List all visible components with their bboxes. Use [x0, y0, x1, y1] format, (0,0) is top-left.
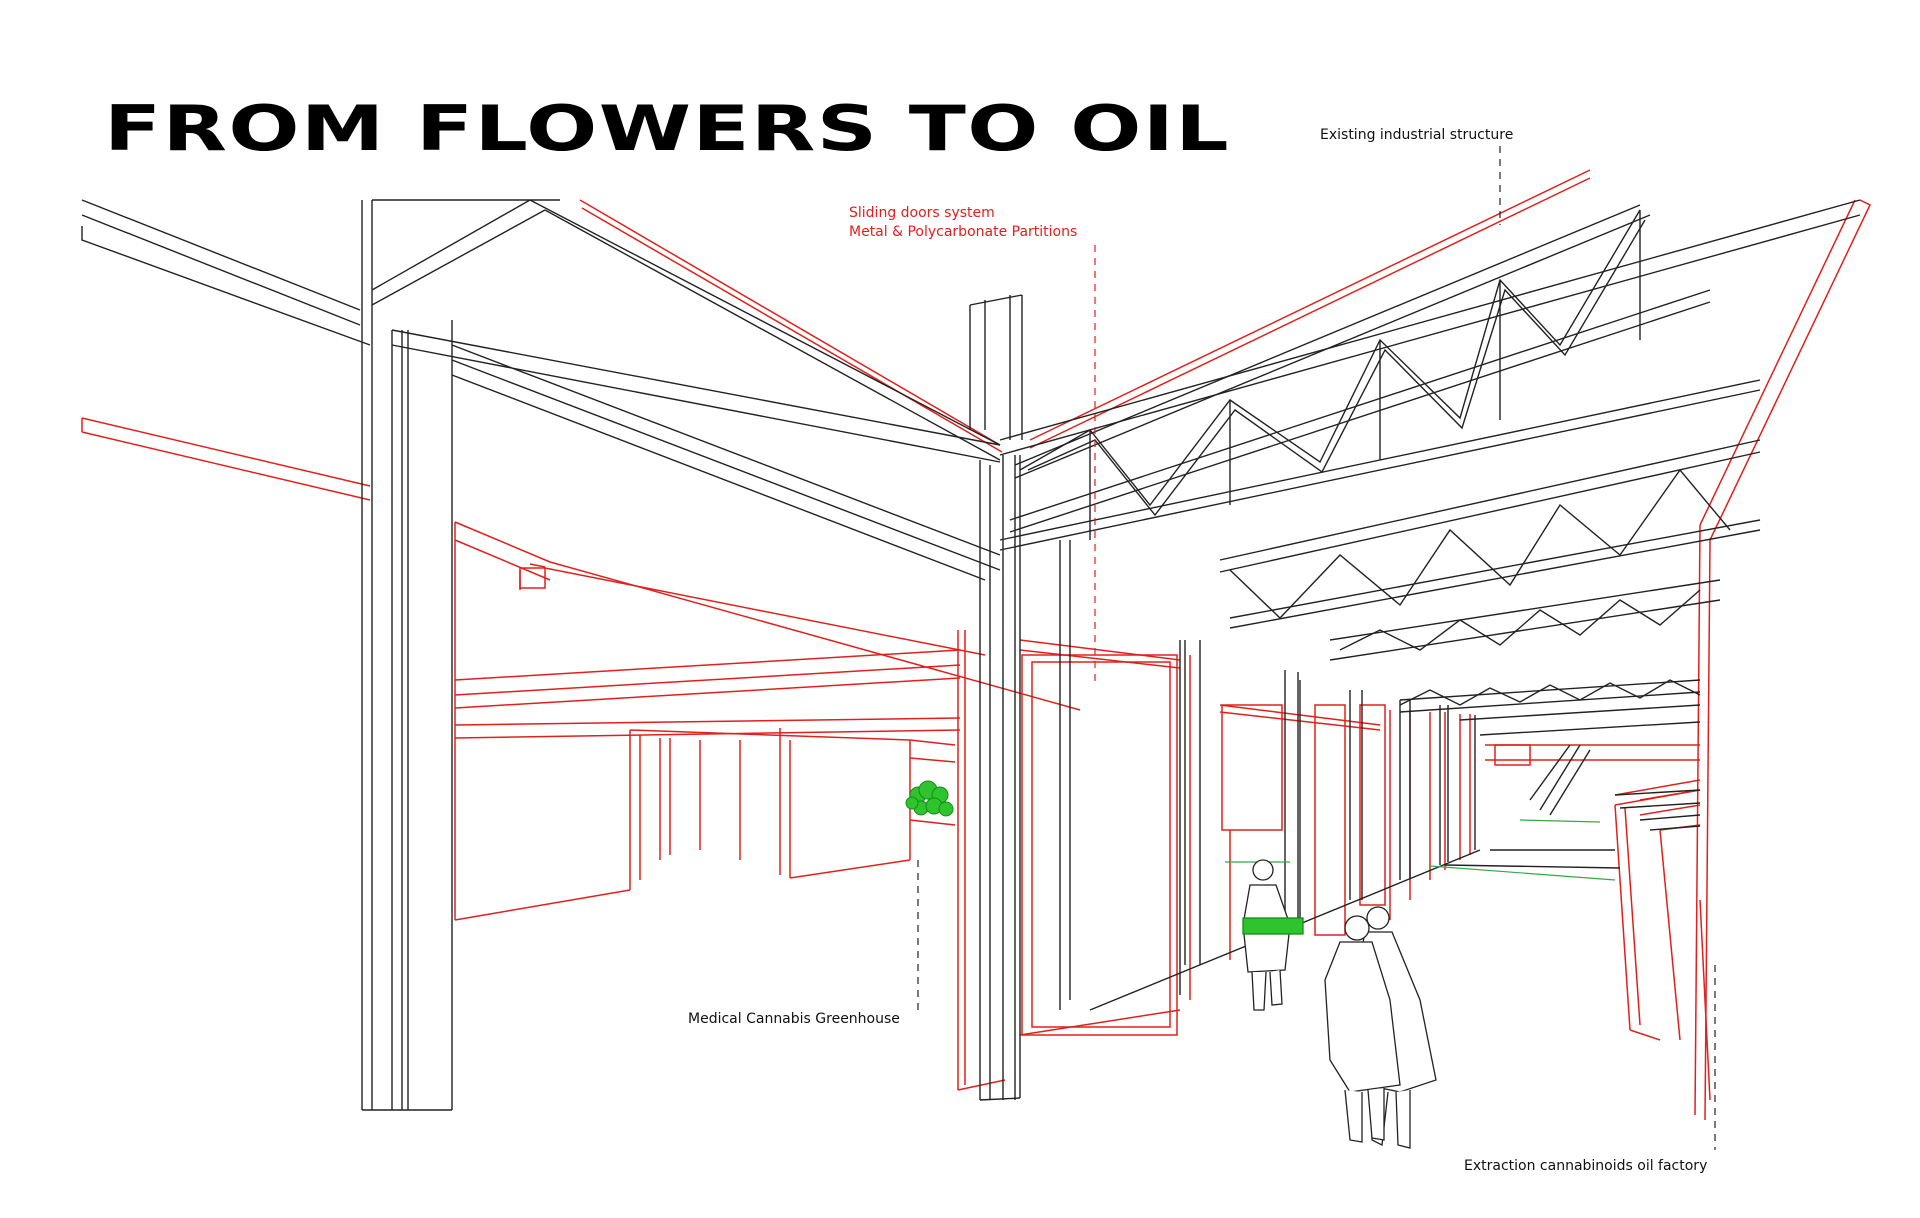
- existing-industrial-structure: [81, 199, 1861, 1111]
- visitor-figures: [1324, 906, 1437, 1149]
- label-sliding-doors-line2: Metal & Polycarbonate Partitions: [849, 224, 1078, 240]
- drawing-title: FROM FLOWERS TO OIL: [104, 92, 1230, 165]
- partition-system: [81, 169, 1871, 1121]
- greenhouse-plants: [905, 780, 954, 817]
- label-factory: Extraction cannabinoids oil factory: [1464, 1158, 1708, 1174]
- worker-with-tray: [1242, 859, 1304, 1011]
- label-sliding-doors-line1: Sliding doors system: [849, 205, 995, 221]
- label-greenhouse: Medical Cannabis Greenhouse: [688, 1011, 900, 1027]
- annotation-leaders: [917, 146, 1716, 1150]
- label-sliding-doors: Sliding doors system Metal & Polycarbona…: [849, 204, 1077, 242]
- label-existing-structure: Existing industrial structure: [1320, 127, 1514, 143]
